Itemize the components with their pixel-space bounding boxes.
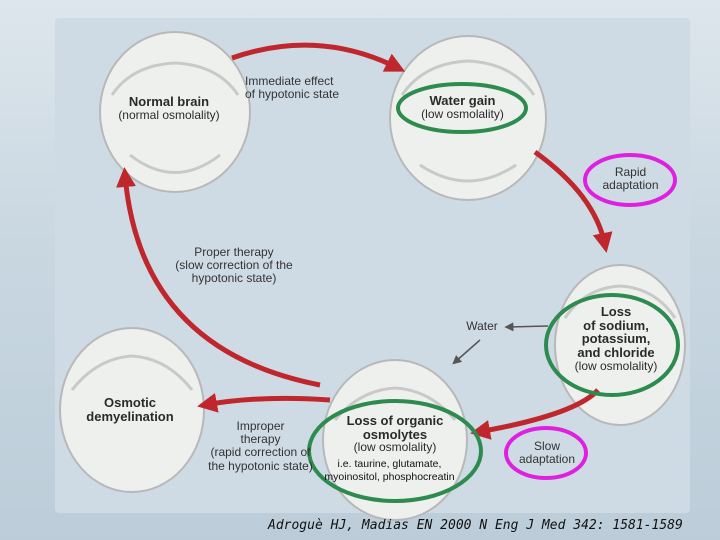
normal-brain-title: Normal brain [128,94,210,109]
ion-loss-line4: and chloride [577,344,655,360]
osmotic-line2: demyelination [86,408,174,424]
immediate-effect-arrow [231,42,406,72]
organic-loss-line1: Loss of organic [346,413,444,428]
improper-therapy-label: Improper therapy (rapid correction of th… [198,419,323,473]
ion-loss-highlight [544,293,680,397]
organic-loss-label: Loss of organic osmolytes (low osmolalit… [330,414,460,454]
rapid-adaptation-label: Rapid adaptation [588,165,673,193]
proper-therapy-arrow [116,167,321,388]
ion-loss-line1: Loss [600,304,632,319]
improper-line4: the hypotonic state) [208,458,313,473]
normal-brain-label: Normal brain (normal osmolality) [105,95,233,121]
improper-therapy-arrow [197,393,331,413]
ion-loss-line3: potassium, [581,331,651,347]
slow-line2: adaptation [518,452,576,467]
organic-loss-highlight [307,399,483,503]
citation: Adroguè HJ, Madias EN 2000 N Eng J Med 3… [268,518,683,533]
water-gain-brain-image [389,35,547,201]
water-label: Water [458,319,506,333]
ion-loss-sub: (low osmolality) [574,358,658,373]
ion-loss-line2: of sodium, [583,317,649,333]
improper-line3: (rapid correction of [210,445,311,460]
organic-loss-brain-image [322,359,468,521]
slow-adaptation-highlight [504,426,588,480]
water-text: Water [466,319,498,333]
water-gain-highlight [396,82,528,134]
slow-adaptation-arrow [470,388,600,440]
ion-loss-label: Loss of sodium, potassium, and chloride … [560,305,672,372]
proper-therapy-label: Proper therapy (slow correction of the h… [160,245,308,286]
osmotic-label: Osmotic demyelination [70,396,190,423]
improper-line2: therapy [240,432,281,447]
slow-line1: Slow [533,439,560,453]
water-gain-sub: (low osmolality) [421,106,504,121]
osmotic-line1: Osmotic [103,395,156,410]
rapid-line2: adaptation [602,178,659,193]
proper-line3: hypotonic state) [191,271,277,286]
rapid-adaptation-arrow [533,149,613,253]
normal-brain-image [99,31,251,193]
immediate-effect-label: Immediate effect of hypotonic state [245,74,375,102]
normal-brain-sub: (normal osmolality) [118,107,220,122]
slow-adaptation-label: Slow adaptation [508,439,586,467]
proper-line2: (slow correction of the [175,258,293,273]
organic-loss-line2: osmolytes [362,426,428,442]
immediate-line2: of hypotonic state [245,87,340,102]
rapid-line1: Rapid [614,165,647,179]
proper-line1: Proper therapy [194,245,274,259]
note-line2: myoinositol, phosphocreatin [324,471,455,484]
organic-loss-sub: (low osmolality) [353,440,437,455]
water-gain-label: Water gain (low osmolality) [405,94,520,120]
water-arrow [504,322,549,332]
note-line1: i.e. taurine, glutamate, [337,458,442,470]
improper-line1: Improper [236,419,285,433]
osmolyte-examples-note: i.e. taurine, glutamate, myoinositol, ph… [312,458,467,484]
water-arrow-organic [452,339,481,365]
rapid-adaptation-highlight [583,153,677,207]
water-gain-title: Water gain [429,93,496,108]
immediate-line1: Immediate effect [245,74,334,88]
